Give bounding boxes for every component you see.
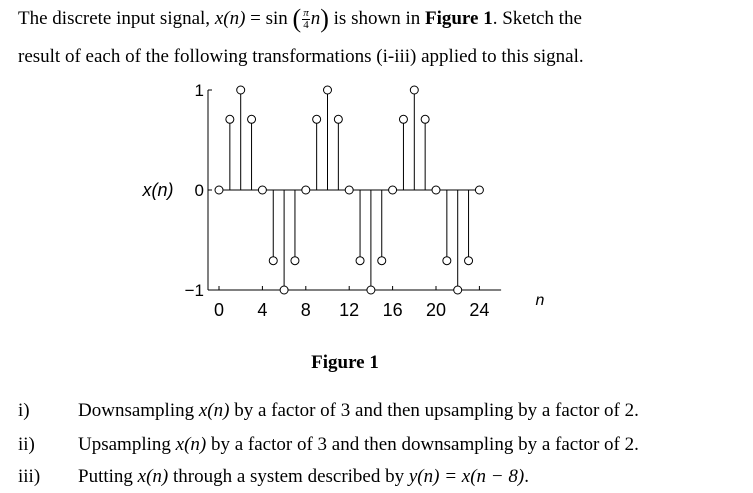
- item-math: y(n) = x(n − 8): [408, 466, 525, 487]
- stem-marker: [453, 285, 463, 295]
- stem-marker: [442, 256, 452, 266]
- stem-marker: [474, 185, 484, 195]
- stem-marker: [301, 185, 311, 195]
- plot-labels: −1 0 1 0 4 8 12 16 20 24 x(n) n: [142, 81, 545, 320]
- intro-text-2: is shown in: [328, 8, 425, 29]
- item-ii: ii) Upsampling x(n) by a factor of 3 and …: [18, 434, 639, 456]
- stem-marker: [388, 185, 398, 195]
- right-paren: ): [320, 4, 329, 33]
- stem-marker: [268, 256, 278, 266]
- intro-text-3: . Sketch the: [492, 8, 582, 29]
- x-tick-label: 8: [301, 300, 311, 320]
- stem-marker: [312, 114, 322, 124]
- stem-marker: [214, 185, 224, 195]
- stem-marker: [398, 114, 408, 124]
- intro-text: The discrete input signal,: [18, 8, 215, 29]
- left-paren: (: [292, 4, 302, 33]
- stem-marker: [355, 256, 365, 266]
- item-math: x(n): [198, 400, 230, 421]
- stem-marker: [333, 114, 343, 124]
- figure-caption: Figure 1: [311, 352, 379, 373]
- x-tick-label: 20: [426, 300, 446, 320]
- y-tick-label: −1: [185, 281, 204, 300]
- item-text: by a factor of 3 and then upsampling by …: [229, 400, 639, 421]
- item-math: x(n): [137, 466, 169, 487]
- y-tick-label: 0: [195, 181, 204, 200]
- fraction-numerator: π: [302, 7, 310, 21]
- stem-marker: [290, 256, 300, 266]
- signal-symbol: x(n): [214, 8, 246, 29]
- item-text: Putting: [78, 466, 138, 487]
- stem-marker: [431, 185, 441, 195]
- equals-sin: = sin: [245, 8, 293, 29]
- stem-marker: [279, 285, 289, 295]
- plot-stems: [214, 85, 484, 295]
- intro-line-1: The discrete input signal, x(n) = sin (π…: [18, 4, 582, 34]
- stem-marker: [257, 185, 267, 195]
- item-text: Upsampling: [78, 434, 176, 455]
- stem-marker: [323, 85, 332, 95]
- item-i: i) Downsampling x(n) by a factor of 3 and…: [18, 400, 639, 422]
- intro-line-2: result of each of the following transfor…: [18, 46, 584, 67]
- figure-reference: Figure 1: [424, 8, 493, 29]
- stem-marker: [464, 256, 474, 266]
- stem-marker: [344, 185, 354, 195]
- x-tick-label: 0: [214, 300, 224, 320]
- stem-marker: [236, 85, 246, 95]
- x-tick-label: 24: [469, 300, 489, 320]
- item-iii: iii) Putting x(n) through a system descri…: [18, 466, 529, 488]
- fraction-denominator: 4: [303, 19, 309, 32]
- y-axis-label: x(n): [142, 180, 174, 200]
- item-label: i): [18, 400, 30, 421]
- stem-marker: [420, 114, 430, 124]
- y-tick-label: 1: [195, 81, 204, 100]
- item-math: x(n): [175, 434, 207, 455]
- stem-marker: [225, 114, 235, 124]
- x-tick-label: 12: [339, 300, 359, 320]
- item-text: through a system described by: [168, 466, 409, 487]
- x-tick-label: 16: [383, 300, 403, 320]
- item-text: .: [524, 466, 529, 487]
- item-label: iii): [18, 466, 41, 487]
- stem-marker: [366, 285, 376, 295]
- item-text: Downsampling: [78, 400, 199, 421]
- stem-marker: [377, 256, 387, 266]
- stem-marker: [247, 114, 257, 124]
- x-axis-label: n: [536, 292, 545, 309]
- item-label: ii): [18, 434, 35, 455]
- item-text: by a factor of 3 and then downsampling b…: [206, 434, 639, 455]
- n-symbol: n: [310, 8, 321, 29]
- stem-marker: [409, 85, 419, 95]
- x-tick-label: 4: [257, 300, 267, 320]
